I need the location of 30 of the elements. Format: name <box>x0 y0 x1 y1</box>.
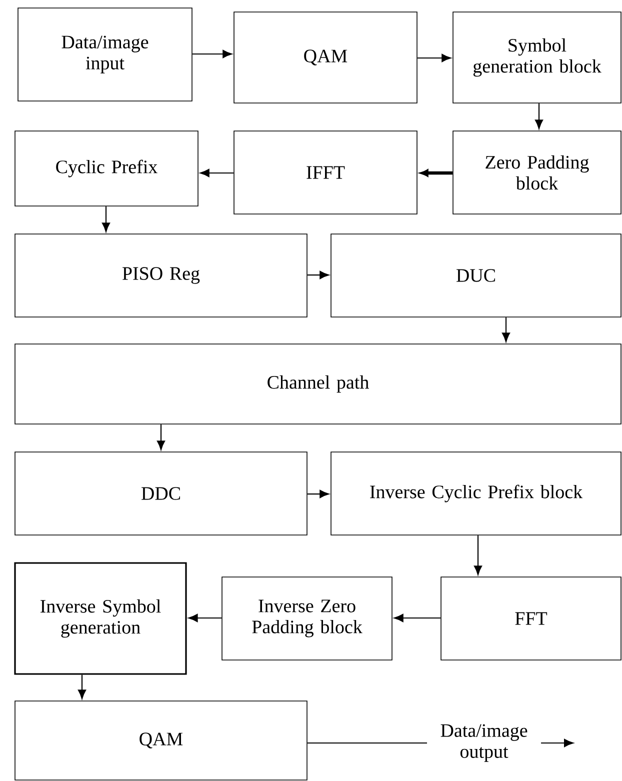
arrow <box>307 270 330 280</box>
process-box: PISO Reg <box>14 234 308 318</box>
process-box: Data/image input <box>18 8 192 102</box>
process-box: Zero Padding block <box>452 130 622 214</box>
process-box: Inverse Cyclic Prefix block <box>330 452 622 536</box>
arrow <box>420 169 453 177</box>
process-box: FFT <box>440 576 622 660</box>
process-box: Channel path <box>14 344 622 424</box>
process-box: Inverse Symbol generation <box>14 562 187 675</box>
process-box: QAM <box>14 700 308 780</box>
process-box: IFFT <box>234 130 418 214</box>
edge-label: Data/image output <box>440 724 528 762</box>
arrow <box>200 168 234 178</box>
process-box: QAM <box>234 12 418 104</box>
process-box: DDC <box>14 452 308 536</box>
arrow <box>192 50 232 58</box>
process-box: Inverse Zero Padding block <box>222 576 392 660</box>
arrow <box>307 490 330 498</box>
arrow <box>78 674 86 700</box>
arrow <box>102 206 110 232</box>
process-box: Cyclic Prefix <box>14 130 198 206</box>
arrow <box>156 424 166 450</box>
process-box: Symbol generation block <box>452 12 622 104</box>
arrow <box>502 317 510 342</box>
arrow <box>188 614 222 622</box>
arrow <box>417 54 452 62</box>
process-box: DUC <box>330 234 622 318</box>
arrow <box>394 614 441 622</box>
arrow <box>474 535 482 576</box>
arrow <box>534 103 544 130</box>
